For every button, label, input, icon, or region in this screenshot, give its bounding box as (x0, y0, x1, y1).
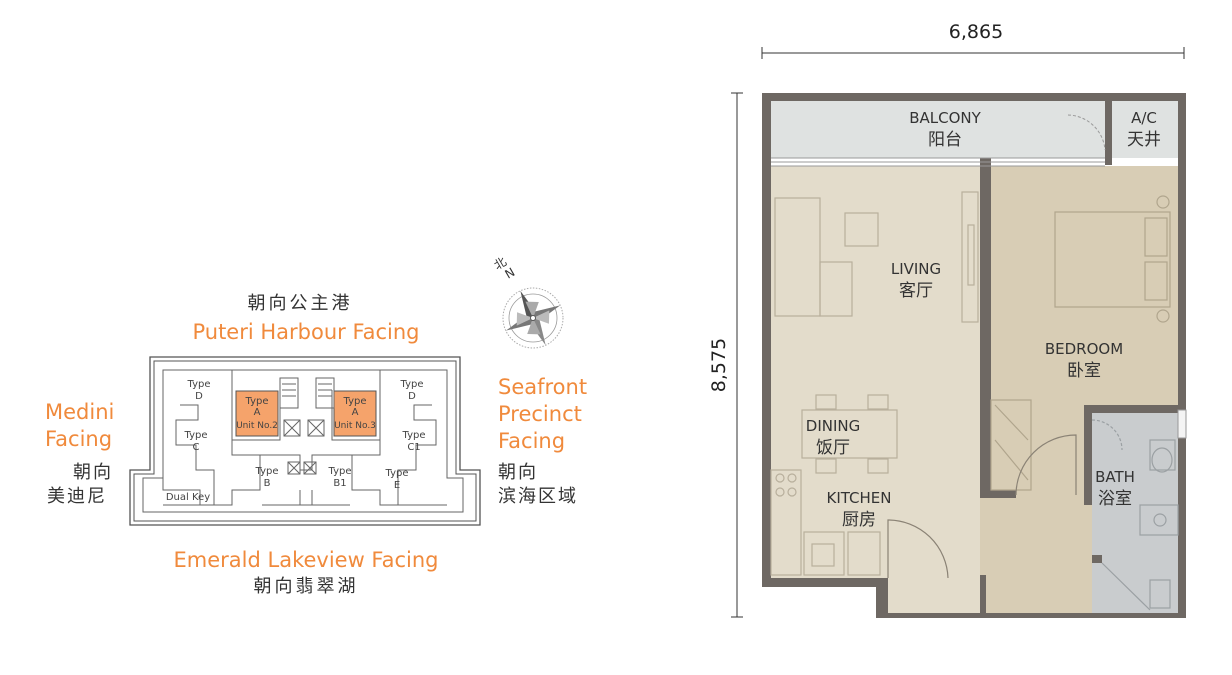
living-furniture (770, 191, 979, 579)
room-bedroom-en: BEDROOM (1045, 340, 1123, 358)
height-dimension: 8,575 (708, 338, 730, 392)
right-facing-cn-1: 朝向 (498, 462, 538, 483)
left-facing-cn-2: 美迪尼 (47, 486, 107, 507)
room-living-cn: 客厅 (899, 281, 933, 301)
living-floor (771, 166, 980, 578)
balcony-floor (771, 101, 1105, 158)
bath-floor (1092, 405, 1178, 613)
bedroom-furniture (990, 195, 1171, 496)
room-balcony-en: BALCONY (909, 109, 981, 127)
corridor-floor (980, 405, 1092, 613)
balcony-glazing (771, 114, 1106, 167)
left-facing-en-1: Medini (45, 400, 115, 424)
width-dimension: 6,865 (949, 21, 1003, 43)
room-dining-en: DINING (806, 417, 860, 435)
right-facing-en-3: Facing (498, 429, 566, 453)
room-bath-cn: 浴室 (1098, 489, 1132, 509)
top-facing-en: Puteri Harbour Facing (192, 320, 420, 344)
right-facing-cn-2: 滨海区域 (498, 486, 578, 507)
left-facing-en-2: Facing (45, 427, 113, 451)
room-bath-en: BATH (1095, 468, 1135, 486)
room-ac-en: A/C (1131, 109, 1157, 127)
room-bedroom-cn: 卧室 (1067, 361, 1101, 381)
room-balcony-cn: 阳台 (928, 130, 962, 150)
room-ac-cn: 天井 (1127, 130, 1161, 150)
right-facing-en-2: Precinct (498, 402, 582, 426)
right-facing-en-1: Seafront (498, 375, 588, 399)
room-kitchen-cn: 厨房 (842, 510, 876, 530)
bath-fixtures (1091, 419, 1179, 611)
left-facing-cn-1: 朝向 (73, 462, 113, 483)
room-kitchen-en: KITCHEN (827, 489, 892, 507)
room-living-en: LIVING (891, 260, 941, 278)
entry-floor (888, 578, 980, 613)
top-facing-cn: 朝向公主港 (247, 293, 353, 314)
height-dimension-line (731, 92, 743, 618)
room-dining-cn: 饭厅 (816, 438, 850, 458)
walls (762, 93, 1186, 618)
ac-floor (1112, 101, 1178, 158)
bath-window (1177, 409, 1187, 439)
bottom-facing-cn: 朝向翡翠湖 (253, 576, 359, 597)
width-dimension-line (761, 47, 1185, 59)
bottom-facing-en: Emerald Lakeview Facing (173, 548, 439, 572)
